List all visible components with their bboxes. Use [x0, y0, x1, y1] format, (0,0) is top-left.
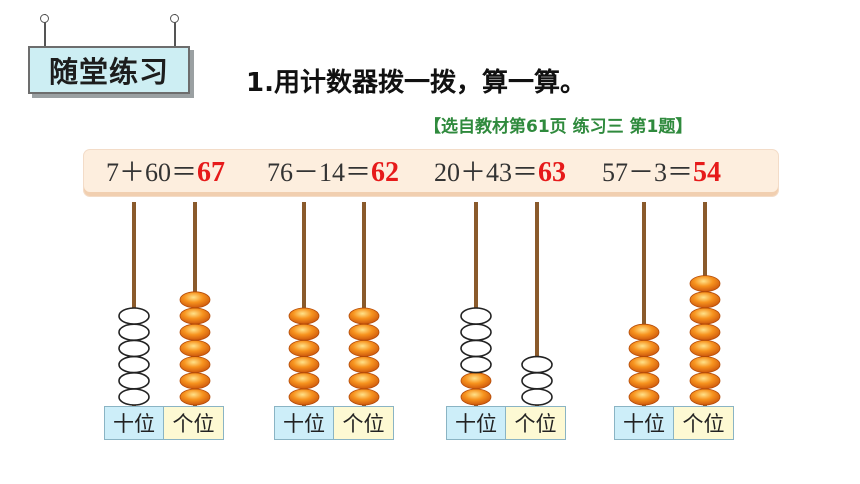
- section-badge: 随堂练习: [28, 10, 192, 94]
- abacus-3-ones-label: 个位: [506, 406, 566, 440]
- abacus-1-tens-bead: [118, 371, 150, 390]
- equation-bar: 7＋60＝67 76－14＝62 20＋43＝63 57－3＝54: [84, 150, 778, 196]
- abacus-3-tens-label: 十位: [446, 406, 506, 440]
- abacus-1-tens-rod: [132, 202, 136, 406]
- abacus-4-tens-bead: [628, 323, 660, 341]
- abacus-1-tens-bead: [118, 307, 150, 325]
- abacus-4-ones-bead: [689, 339, 721, 357]
- abacus-3-tens-bead: [460, 339, 492, 358]
- equation-4-expr: 57－3＝: [602, 158, 694, 187]
- abacus-3-tens-bead: [460, 323, 492, 342]
- abacus-4-tens-bead: [628, 388, 660, 406]
- badge-title: 随堂练习: [48, 55, 169, 89]
- abacus-4-ones-bead: [689, 307, 721, 325]
- abacus-1-ones-bead: [179, 291, 211, 309]
- abacus-2-ones-bead: [348, 307, 380, 325]
- equation-3: 20＋43＝63: [434, 150, 566, 196]
- source-note: 【选自教材第61页 练习三 第1题】: [424, 117, 693, 137]
- abacus-4-ones-label: 个位: [674, 406, 734, 440]
- question-title: 1.用计数器拨一拨，算一算。: [246, 68, 586, 98]
- abacus-1-ones-bead: [179, 388, 211, 406]
- abacus-1-ones-bead: [179, 307, 211, 325]
- abacus-1-tens-bead: [118, 339, 150, 358]
- equation-4-answer: 54: [693, 157, 722, 188]
- equation-2: 76－14＝62: [267, 150, 399, 196]
- abacus-2-ones-bead: [348, 356, 380, 374]
- abacus-4-tens-bead: [628, 356, 660, 374]
- abacus-3-tens-bead: [460, 307, 492, 325]
- abacus-2-tens-bead: [288, 356, 320, 374]
- abacus-2-labels: 十位 个位: [274, 406, 394, 440]
- abacus-4-ones-bead: [689, 356, 721, 374]
- abacus-1-labels: 十位 个位: [104, 406, 224, 440]
- abacus-3-tens-bead: [460, 388, 492, 406]
- abacus-3-ones-bead: [521, 371, 553, 390]
- abacus-2-ones-bead: [348, 323, 380, 341]
- abacus-3-ones-rod: [535, 202, 539, 406]
- abacus-1-ones-bead: [179, 372, 211, 390]
- abacus-2-tens-rod: [302, 202, 306, 406]
- hanger-line-right: [174, 14, 176, 48]
- hanger-ring-left: [40, 14, 49, 23]
- abacus-4-ones-bead: [689, 388, 721, 406]
- equation-3-answer: 63: [538, 157, 567, 188]
- abacus-4-tens-bead: [628, 372, 660, 390]
- abacus-1-tens-bead: [118, 388, 150, 406]
- abacus-4-tens-label: 十位: [614, 406, 674, 440]
- equation-1-answer: 67: [197, 157, 226, 188]
- abacus-1-ones-bead: [179, 356, 211, 374]
- abacus-4-tens-rod: [642, 202, 646, 406]
- equation-4: 57－3＝54: [602, 150, 721, 196]
- abacus-3-ones-bead: [521, 355, 553, 374]
- abacus-2-tens-bead: [288, 307, 320, 325]
- abacus-1-ones-label: 个位: [164, 406, 224, 440]
- abacus-3-tens-bead: [460, 372, 492, 390]
- abacus-2-ones-rod: [362, 202, 366, 406]
- abacus-2-ones-bead: [348, 388, 380, 406]
- abacus-3-tens-rod: [474, 202, 478, 406]
- abacus-3-labels: 十位 个位: [446, 406, 566, 440]
- abacus-1-tens-label: 十位: [104, 406, 164, 440]
- abacus-1-tens-bead: [118, 323, 150, 342]
- abacus-2-tens-bead: [288, 372, 320, 390]
- abacus-4-labels: 十位 个位: [614, 406, 734, 440]
- hanger-ring-right: [170, 14, 179, 23]
- hanger-line-left: [44, 14, 46, 48]
- abacus-2-tens-bead: [288, 339, 320, 357]
- abacus-4-ones-bead: [689, 323, 721, 341]
- abacus-2-ones-bead: [348, 372, 380, 390]
- equation-2-expr: 76－14＝: [267, 158, 372, 187]
- equation-2-answer: 62: [371, 157, 400, 188]
- abacus-3-ones-bead: [521, 388, 553, 406]
- abacus-2-tens-bead: [288, 388, 320, 406]
- equation-1: 7＋60＝67: [106, 150, 225, 196]
- equation-1-expr: 7＋60＝: [106, 158, 198, 187]
- abacus-2-ones-bead: [348, 339, 380, 357]
- badge-panel: 随堂练习: [28, 46, 190, 94]
- abacus-4-ones-bead: [689, 372, 721, 390]
- abacus-2-tens-label: 十位: [274, 406, 334, 440]
- abacus-1-ones-bead: [179, 323, 211, 341]
- abacus-2-ones-label: 个位: [334, 406, 394, 440]
- equation-3-expr: 20＋43＝: [434, 158, 539, 187]
- abacus-4-ones-bead: [689, 291, 721, 309]
- abacus-4-tens-bead: [628, 339, 660, 357]
- abacus-3-tens-bead: [460, 355, 492, 374]
- abacus-4-ones-bead: [689, 275, 721, 293]
- abacus-1-tens-bead: [118, 355, 150, 374]
- abacus-2-tens-bead: [288, 323, 320, 341]
- abacus-1-ones-bead: [179, 339, 211, 357]
